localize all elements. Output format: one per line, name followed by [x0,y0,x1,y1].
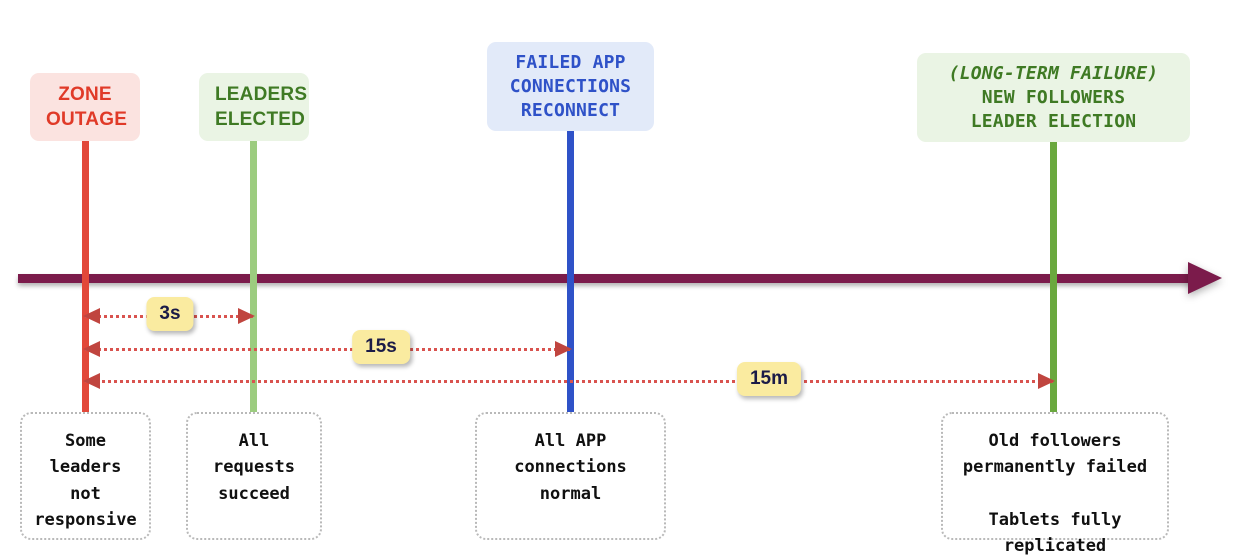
duration-arrowhead-right [555,341,572,357]
duration-3s: 3s [83,297,255,331]
event-line-leaders-elected [250,126,257,430]
duration-dotted-line [85,380,1053,383]
event-label-line: RECONNECT [520,99,621,121]
event-note-line: permanently failed [962,457,1148,478]
event-line-new-followers-leader-election [1050,127,1057,430]
event-label-line: LEADER ELECTION [970,110,1137,132]
event-note-failed-app-connections-reconnect: All APP connections normal [475,412,666,540]
event-label-leaders-elected: LEADERS ELECTED [199,73,309,142]
event-note-leaders-elected: All requests succeed [186,412,322,540]
event-label-line: (LONG-TERM FAILURE) [948,63,1159,84]
duration-dotted-line [85,348,570,351]
event-note-line: responsive [34,510,137,531]
event-note-line: Some [65,431,106,451]
event-note-line: normal [539,483,602,504]
event-note-line: Tablets fully [988,510,1122,531]
event-note-line: leaders [49,457,122,478]
event-note-new-followers-leader-election: Old followers permanently failed Tablets … [941,412,1169,556]
duration-arrowhead-right [1038,373,1055,389]
duration-15s: 15s [83,330,572,364]
event-label-line: OUTAGE [46,109,128,131]
event-note-line: All [238,431,270,451]
event-note-line: not [70,483,101,504]
event-line-failed-app-connections-reconnect [567,127,574,430]
event-label-line: CONNECTIONS [509,75,632,97]
event-line-zone-outage [82,126,89,430]
event-note-line: Old followers [988,431,1122,451]
event-note-line: All APP [534,431,607,451]
event-label-line: LEADERS [215,84,308,105]
event-label-line: ELECTED [215,109,306,131]
timeline-axis-arrowhead [1188,262,1222,294]
duration-badge: 15m [736,362,802,396]
event-note-zone-outage: Some leaders not responsive [20,412,151,540]
event-note-line: connections [514,457,627,478]
duration-arrowhead-left [83,373,100,389]
event-label-line: FAILED APP [515,52,626,73]
duration-arrowhead-right [238,308,255,324]
duration-badge: 15s [352,330,410,364]
event-label-zone-outage: ZONE OUTAGE [30,73,140,142]
duration-15m: 15m [83,362,1055,396]
event-label-line: ZONE [58,84,112,105]
duration-arrowhead-left [83,308,100,324]
event-note-line: succeed [218,483,290,504]
event-note-line: requests [213,457,295,478]
event-label-line: NEW FOLLOWERS [981,86,1126,108]
duration-arrowhead-left [83,341,100,357]
duration-badge: 3s [146,297,194,331]
timeline-axis-line [18,274,1200,283]
event-note-line: replicated [1003,536,1107,557]
